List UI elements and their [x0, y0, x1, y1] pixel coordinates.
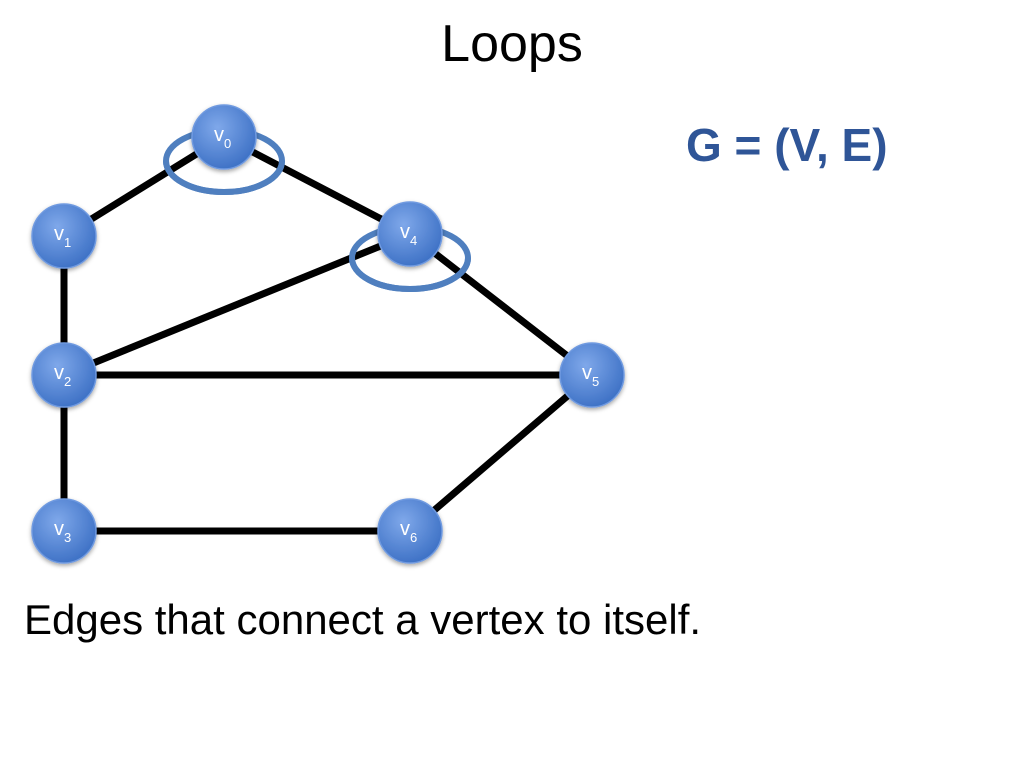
slide-title: Loops [441, 15, 583, 73]
vertex-circle [31, 498, 97, 564]
vertex-circle [559, 342, 625, 408]
vertex-v1: v1 [31, 203, 97, 269]
vertex-v5: v5 [559, 342, 625, 408]
vertex-v4: v4 [377, 201, 443, 267]
edge-v2-v4 [62, 230, 412, 379]
vertex-v0: v0 [191, 104, 257, 170]
edge-v6-v5 [407, 372, 595, 534]
vertex-v2: v2 [31, 342, 97, 408]
edge-v0-v4 [222, 133, 412, 238]
loop-front-v0 [163, 160, 285, 195]
vertex-circle [377, 498, 443, 564]
vertex-circle [31, 342, 97, 408]
vertex-circle [191, 104, 257, 170]
vertex-circle [377, 201, 443, 267]
caption: Edges that connect a vertex to itself. [24, 596, 702, 643]
graph-formula: G = (V, E) [686, 119, 888, 171]
loop-front-v4 [349, 257, 471, 292]
vertex-v3: v3 [31, 498, 97, 564]
edge-v4-v5 [407, 231, 595, 378]
vertex-v6: v6 [377, 498, 443, 564]
vertex-circle [31, 203, 97, 269]
